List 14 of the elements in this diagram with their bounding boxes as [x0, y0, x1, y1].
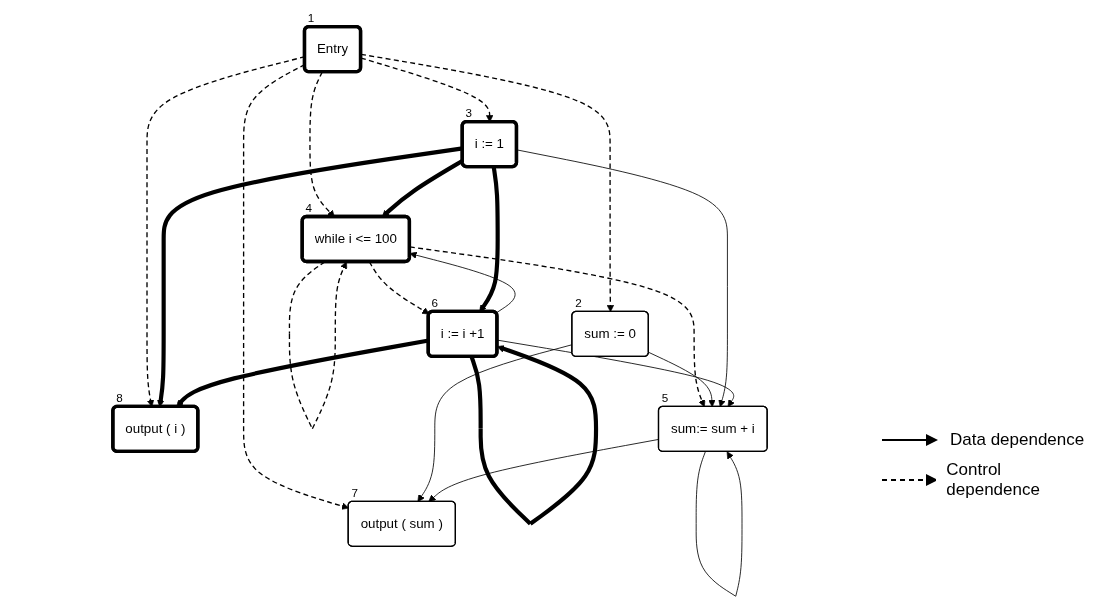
legend-text: Data dependence: [950, 430, 1085, 450]
arrow: [242, 63, 349, 510]
node-number: 2: [575, 296, 582, 310]
node-number: 7: [351, 486, 358, 500]
node-number: 8: [116, 391, 123, 405]
node-number: 4: [305, 201, 312, 215]
node-number: 6: [431, 296, 439, 310]
node-number: 5: [661, 391, 669, 405]
legend-text: Control dependence: [946, 460, 1041, 500]
arrow: [469, 345, 599, 526]
arrow: [368, 261, 430, 315]
node-number: 1: [307, 11, 315, 25]
arrow: [288, 261, 348, 430]
node-number: 3: [465, 106, 473, 120]
